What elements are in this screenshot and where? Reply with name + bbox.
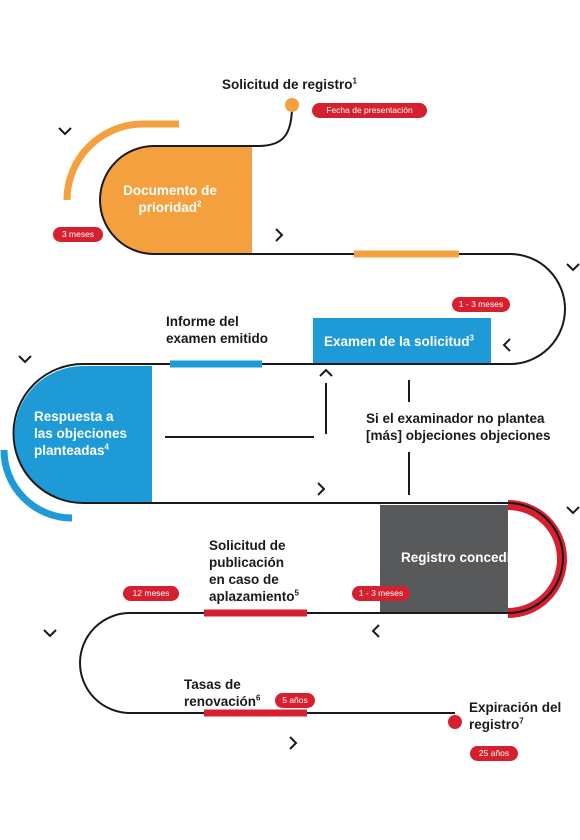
- solicitud-publicacion-line1: Solicitud de: [209, 538, 286, 553]
- tasas-renovacion-label: Tasas de renovación6: [184, 676, 260, 710]
- expiracion-registro-label: Expiración del registro7: [469, 699, 561, 733]
- solicitud-registro-label: Solicitud de registro1: [222, 76, 357, 93]
- veinticinco-anos-badge: 25 años: [470, 746, 518, 761]
- respuesta-objeciones-line3: planteadas: [34, 443, 105, 458]
- documento-prioridad-line1: Documento de: [123, 183, 217, 198]
- respuesta-objeciones-line3-wrap: planteadas4: [34, 442, 127, 459]
- timeline-path: [12, 105, 566, 714]
- chevron-left-icon: [371, 624, 380, 638]
- tres-meses-badge: 3 meses: [53, 227, 103, 242]
- si-examinador-line1: Si el examinador no plantea: [366, 411, 545, 426]
- documento-prioridad-label: Documento de prioridad2: [110, 182, 230, 216]
- orange-decor-arc: [63, 120, 179, 201]
- cinco-anos-badge: 5 años: [275, 693, 315, 708]
- examen-solicitud-text: Examen de la solicitud: [324, 334, 470, 349]
- footnote-1: 1: [352, 76, 357, 86]
- chevron-down-icon: [18, 355, 32, 364]
- expiracion-registro-line2-wrap: registro7: [469, 716, 561, 733]
- footnote-5: 5: [294, 588, 299, 598]
- solicitud-registro-text: Solicitud de registro: [222, 77, 353, 92]
- solicitud-publicacion-line3: en caso de: [209, 572, 279, 587]
- tasas-renovacion-line2-wrap: renovación6: [184, 693, 260, 710]
- respuesta-objeciones-label: Respuesta a las objeciones planteadas4: [34, 408, 127, 459]
- chevron-down-icon: [566, 263, 580, 272]
- solicitud-publicacion-line2: publicación: [209, 555, 285, 570]
- chevron-right-icon: [317, 482, 326, 496]
- examen-solicitud-label: Examen de la solicitud3: [324, 333, 474, 350]
- respuesta-objeciones-line1: Respuesta a: [34, 409, 114, 424]
- registro-concedido-label: Registro concedido4: [401, 549, 531, 566]
- solicitud-publicacion-line4-wrap: aplazamiento5: [209, 588, 299, 605]
- blue-decor-arc: [0, 449, 73, 522]
- informe-examen-label: Informe del examen emitido: [166, 313, 268, 347]
- chevron-down-icon: [58, 127, 72, 136]
- solicitud-publicacion-label: Solicitud de publicación en caso de apla…: [209, 537, 299, 605]
- documento-prioridad-line2-wrap: prioridad2: [110, 199, 230, 216]
- tasas-renovacion-line1: Tasas de: [184, 677, 241, 692]
- chevron-left-icon: [502, 338, 511, 352]
- registro-concedido-text: Registro concedido: [401, 550, 528, 565]
- uno-tres-meses-badge-b: 1 - 3 meses: [352, 586, 410, 601]
- expiracion-registro-line2: registro: [469, 717, 520, 732]
- si-examinador-label: Si el examinador no plantea [más] objeci…: [366, 410, 551, 444]
- uno-tres-meses-badge-a: 1 - 3 meses: [452, 297, 510, 312]
- chevron-right-icon: [289, 736, 298, 750]
- footnote-6: 6: [256, 693, 261, 703]
- chevron-down-icon: [566, 506, 580, 515]
- respuesta-objeciones-line2: las objeciones: [34, 426, 128, 441]
- informe-examen-line2: examen emitido: [166, 331, 269, 346]
- respuesta-objeciones-box: [14, 366, 153, 503]
- chevron-right-icon: [275, 228, 284, 242]
- footnote-2: 2: [197, 199, 202, 209]
- footnote-4a: 4: [104, 442, 109, 452]
- footnote-7: 7: [519, 716, 524, 726]
- expiracion-registro-line1: Expiración del: [469, 700, 562, 715]
- footnote-4b: 4: [527, 549, 532, 559]
- end-dot: [448, 715, 462, 729]
- chevron-up-icon: [319, 368, 333, 377]
- tasas-renovacion-line2: renovación: [184, 694, 257, 709]
- start-dot: [285, 98, 299, 112]
- chevron-down-icon: [43, 629, 57, 638]
- informe-examen-line1: Informe del: [166, 314, 239, 329]
- fecha-presentacion-badge: Fecha de presentación: [312, 103, 427, 118]
- documento-prioridad-line2: prioridad: [138, 200, 198, 215]
- documento-prioridad-box: [100, 146, 252, 254]
- solicitud-publicacion-line4: aplazamiento: [209, 589, 295, 604]
- si-examinador-line2: [más] objeciones objeciones: [366, 428, 551, 443]
- footnote-3: 3: [469, 333, 474, 343]
- doce-meses-badge: 12 meses: [123, 586, 179, 601]
- examen-solicitud-box: [313, 318, 491, 364]
